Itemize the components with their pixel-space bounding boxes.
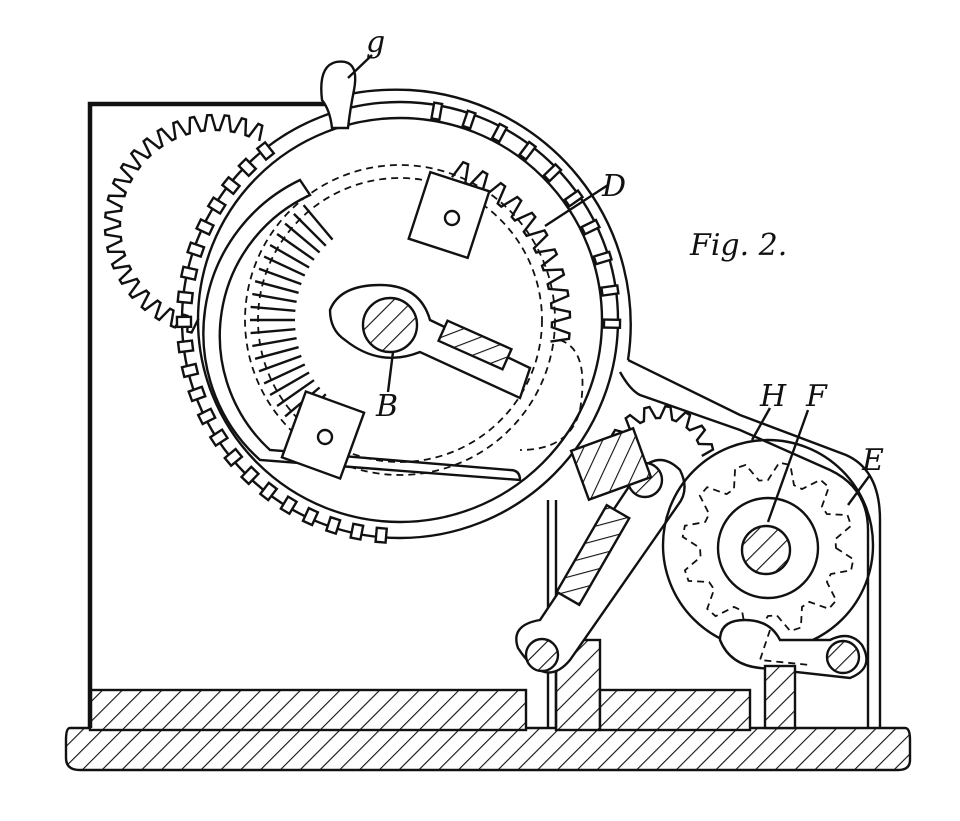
- base-block-left: [88, 688, 528, 732]
- knob-g: [320, 60, 357, 130]
- label-e: E: [861, 443, 884, 478]
- crank-spring: [436, 319, 514, 371]
- wheel-e-pin: [825, 639, 861, 675]
- housing-frame: [87, 101, 330, 728]
- lower-block: [280, 389, 366, 481]
- label-f: F: [805, 379, 828, 414]
- left-gear: [103, 113, 264, 334]
- leader-b: [386, 351, 395, 393]
- lever-pivot: [524, 637, 560, 673]
- lever-spring: [555, 503, 631, 607]
- base-block-right: [598, 688, 752, 732]
- wheel-e-spring: [763, 664, 797, 730]
- leader-d: [544, 183, 609, 228]
- base-plate: [64, 726, 912, 772]
- label-d: D: [601, 169, 626, 204]
- shaft-b: [361, 296, 419, 354]
- shaft-f: [740, 524, 792, 576]
- housing-slope-inner: [618, 371, 870, 728]
- label-g: g: [366, 25, 385, 60]
- leader-g: [347, 54, 373, 79]
- figure-caption: Fig. 2.: [689, 228, 787, 263]
- wheel-e-gear: [681, 461, 855, 635]
- main-wheel-teeth: [175, 140, 389, 544]
- main-wheel-d: [175, 100, 622, 544]
- leader-e: [847, 474, 871, 506]
- housing-slots: [430, 101, 622, 330]
- leader-h: [750, 407, 772, 441]
- label-b: B: [375, 389, 398, 424]
- crank-arm: [328, 283, 532, 400]
- roller: [569, 426, 653, 502]
- label-h: H: [759, 379, 787, 414]
- upper-block: [407, 170, 491, 260]
- housing-top-arc: [329, 88, 632, 361]
- leader-f: [766, 409, 810, 523]
- wheel-e: [661, 438, 875, 730]
